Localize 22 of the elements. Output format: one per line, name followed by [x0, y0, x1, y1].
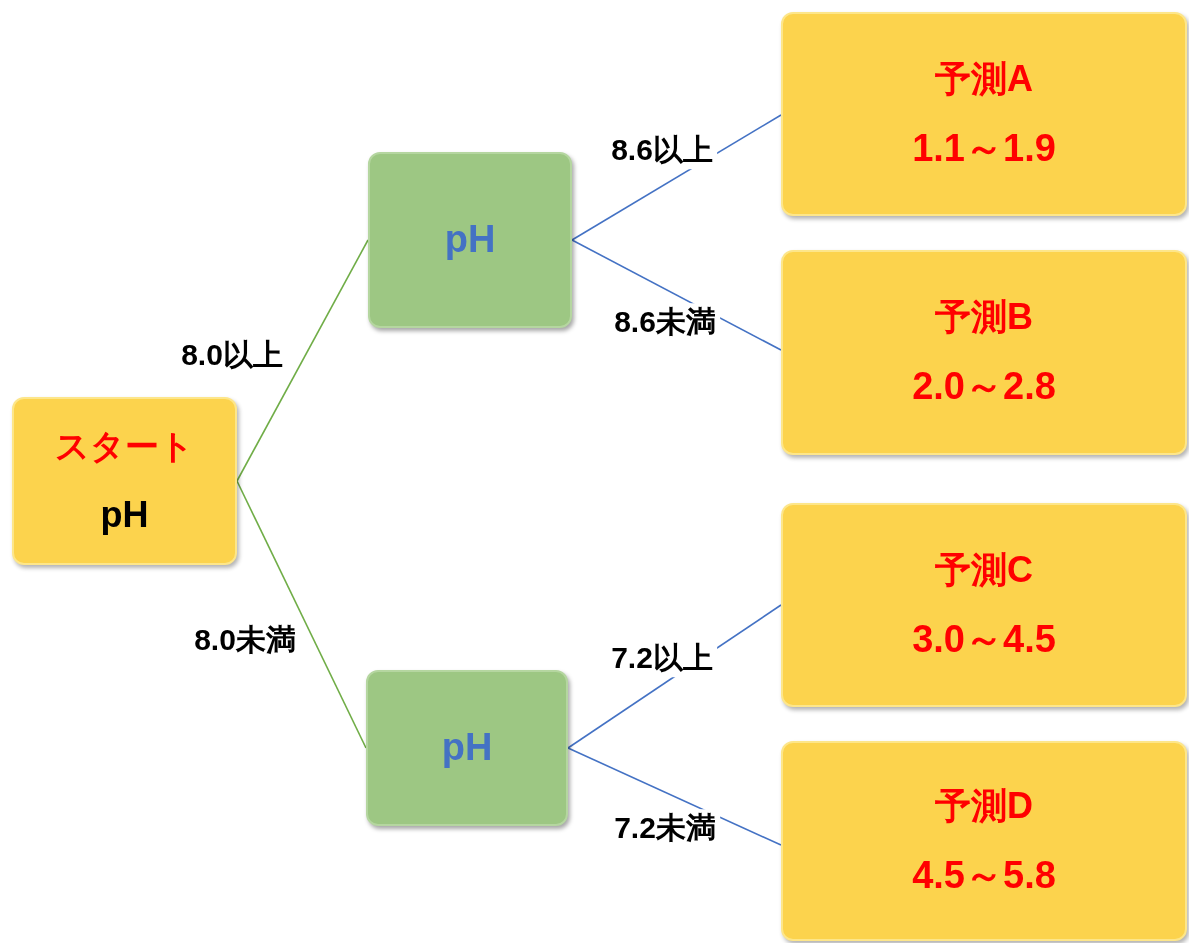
- connector-line: [567, 747, 782, 846]
- condition-box: [366, 670, 568, 826]
- connector-line: [236, 480, 367, 749]
- node-text: pH: [100, 492, 149, 537]
- connector-line: [236, 239, 369, 482]
- node-text: 予測C: [935, 547, 1033, 592]
- start-box: [12, 397, 237, 565]
- node-text: スタート: [55, 426, 194, 468]
- node-text: 予測B: [935, 295, 1033, 340]
- condition-box: [368, 152, 572, 328]
- prediction-box: [781, 503, 1187, 707]
- node-text: 4.5～5.8: [912, 852, 1056, 898]
- node-text: 3.0～4.5: [912, 616, 1056, 662]
- node-text: 予測A: [935, 56, 1033, 101]
- prediction-box: [781, 250, 1187, 455]
- node-text: 1.1～1.9: [912, 125, 1056, 171]
- node-text: pH: [444, 217, 496, 263]
- node-text: 2.0～2.8: [912, 364, 1056, 410]
- prediction-box: [781, 741, 1187, 941]
- node-text: 予測D: [935, 783, 1033, 828]
- prediction-box: [781, 12, 1187, 216]
- node-text: pH: [441, 725, 493, 771]
